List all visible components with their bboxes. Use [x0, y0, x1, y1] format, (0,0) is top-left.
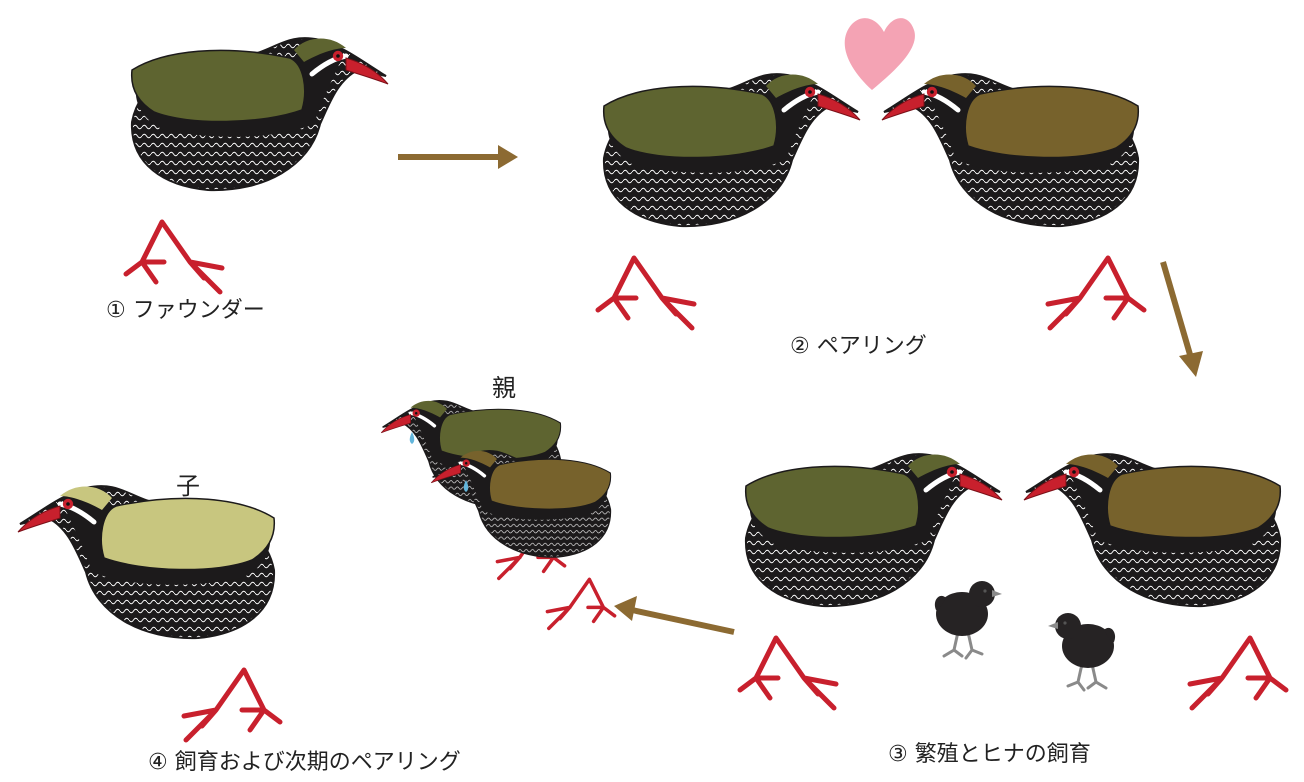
- child-label: 子: [176, 472, 200, 500]
- pair-female-bird-icon: [881, 73, 1147, 331]
- arrow-icon: [614, 596, 735, 635]
- stage-2-number: ②: [790, 334, 810, 359]
- parent-label: 親: [492, 374, 516, 402]
- child-bird-icon: [17, 485, 283, 743]
- stage-1-text: ファウンダー: [132, 298, 265, 323]
- heart-icon: [844, 18, 915, 90]
- stage-3-text: 繁殖とヒナの飼育: [914, 742, 1091, 767]
- stage-3-number: ③: [888, 742, 908, 767]
- tear-icon: [409, 432, 415, 444]
- stage-2-text: ペアリング: [816, 334, 927, 359]
- stage-4-text: 飼育および次期のペアリング: [174, 750, 461, 775]
- stage-4-label: ④ 飼育および次期のペアリング: [148, 744, 461, 776]
- chick-2-icon: [1048, 613, 1116, 692]
- stage-1-number: ①: [106, 298, 126, 323]
- stage-3-label: ③ 繁殖とヒナの飼育: [888, 736, 1091, 768]
- parent-bird-2-icon: [430, 450, 617, 631]
- founder-bird-icon: [123, 37, 389, 295]
- arrow-icon: [1160, 261, 1203, 377]
- chick-1-icon: [934, 581, 1002, 660]
- stage-1-label: ① ファウンダー: [106, 292, 265, 324]
- arrow-icon: [398, 145, 518, 169]
- stage-2-label: ② ペアリング: [790, 328, 927, 360]
- breeding-male-bird-icon: [737, 453, 1003, 711]
- stage-4-number: ④: [148, 750, 168, 775]
- breeding-female-bird-icon: [1023, 453, 1289, 711]
- pair-male-bird-icon: [595, 73, 861, 331]
- tear-icon: [463, 480, 469, 492]
